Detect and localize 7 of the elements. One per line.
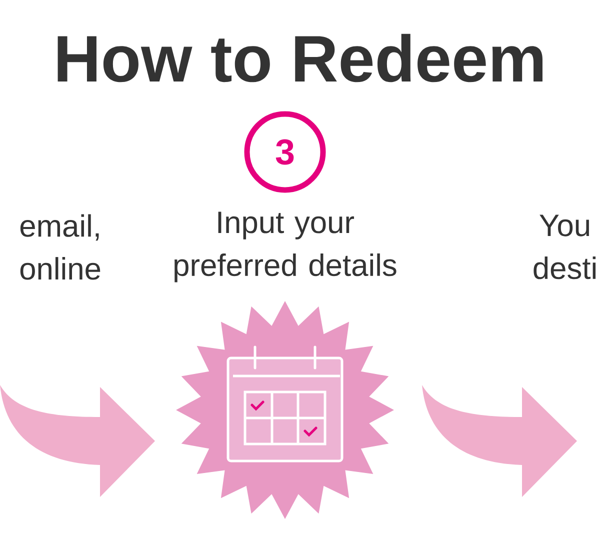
step-caption: You desti xyxy=(534,214,596,280)
curved-arrow xyxy=(0,385,155,497)
curved-arrow xyxy=(422,385,577,497)
title: How to Redeem xyxy=(58,34,542,82)
calendar-starburst-drawing xyxy=(176,301,394,519)
step-caption: email, online xyxy=(20,214,100,280)
step-caption: Input your preferred details xyxy=(174,212,396,282)
